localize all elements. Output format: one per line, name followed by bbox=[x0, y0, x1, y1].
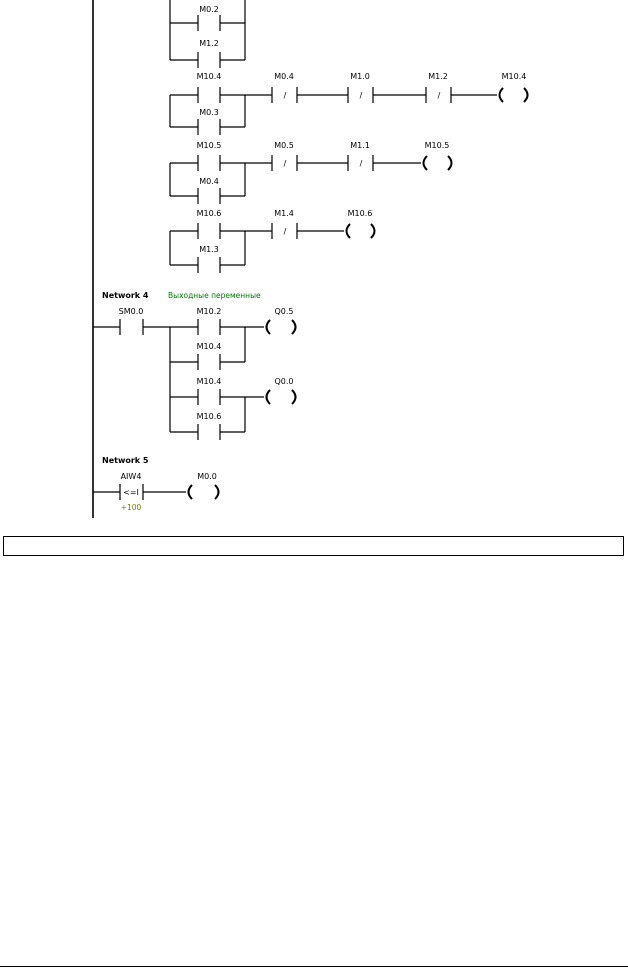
coil-label: Q0.0 bbox=[274, 377, 293, 386]
coil-label: M10.6 bbox=[348, 209, 373, 218]
coil bbox=[345, 223, 351, 239]
contact-label: M1.2 bbox=[199, 39, 219, 48]
rung-m10-6: M10.6 M1.3 / M1.4 M10.6 bbox=[169, 209, 376, 273]
compare-input-label: AIW4 bbox=[121, 472, 142, 481]
coil-label: M0.0 bbox=[197, 472, 217, 481]
contact-label: M1.0 bbox=[350, 72, 370, 81]
contact-label: M10.4 bbox=[197, 377, 222, 386]
contact-label: M10.4 bbox=[197, 72, 222, 81]
contact-label: M0.3 bbox=[199, 108, 219, 117]
nc-symbol: / bbox=[284, 227, 287, 236]
contact-label: SM0.0 bbox=[119, 307, 144, 316]
network-comment: Выходные переменные bbox=[168, 291, 261, 300]
contact-label: M0.2 bbox=[199, 5, 219, 14]
nc-symbol: / bbox=[360, 91, 363, 100]
branch-top: M0.2 M1.2 bbox=[169, 0, 246, 68]
coil bbox=[498, 87, 504, 103]
coil bbox=[422, 155, 428, 171]
nc-symbol: / bbox=[284, 91, 287, 100]
contact-label: M1.4 bbox=[274, 209, 294, 218]
coil-label: M10.5 bbox=[425, 141, 450, 150]
compare-value: +100 bbox=[121, 503, 142, 512]
contact-label: M0.5 bbox=[274, 141, 294, 150]
network-title: Network 5 bbox=[102, 456, 149, 465]
contact-label: M0.4 bbox=[274, 72, 294, 81]
contact-label: M10.6 bbox=[197, 209, 222, 218]
compare-operator: <=I bbox=[123, 488, 139, 497]
coil bbox=[265, 319, 271, 335]
coil bbox=[187, 484, 193, 500]
contact-label: M10.4 bbox=[197, 342, 222, 351]
rung-m10-5: M10.5 M0.4 / M0.5 / M1.1 M10.5 bbox=[169, 141, 453, 204]
rung-m10-4: M10.4 M0.3 / M0.4 / M1.0 / M1.2 M10.4 bbox=[169, 72, 529, 135]
coil-label: Q0.5 bbox=[274, 307, 293, 316]
network-5: Network 5 AIW4 <=I +100 M0.0 bbox=[93, 456, 220, 512]
page-bottom-rule bbox=[0, 966, 628, 967]
contact-label: M1.3 bbox=[199, 245, 219, 254]
contact-label: M10.5 bbox=[197, 141, 222, 150]
contact-label: M10.2 bbox=[197, 307, 222, 316]
contact-label: M1.1 bbox=[350, 141, 370, 150]
contact-label: M0.4 bbox=[199, 177, 219, 186]
nc-symbol: / bbox=[284, 159, 287, 168]
network-4: Network 4 Выходные переменные SM0.0 M10.… bbox=[93, 291, 297, 440]
ladder-diagram: M0.2 M1.2 M10.4 M0.3 / M0.4 / M1.0 / M1.… bbox=[92, 0, 529, 518]
contact-label: M10.6 bbox=[197, 412, 222, 421]
status-bar bbox=[3, 536, 624, 556]
nc-symbol: / bbox=[360, 159, 363, 168]
contact-label: M1.2 bbox=[428, 72, 448, 81]
coil bbox=[265, 389, 271, 405]
network-title: Network 4 bbox=[102, 291, 149, 300]
nc-symbol: / bbox=[438, 91, 441, 100]
coil-label: M10.4 bbox=[502, 72, 527, 81]
